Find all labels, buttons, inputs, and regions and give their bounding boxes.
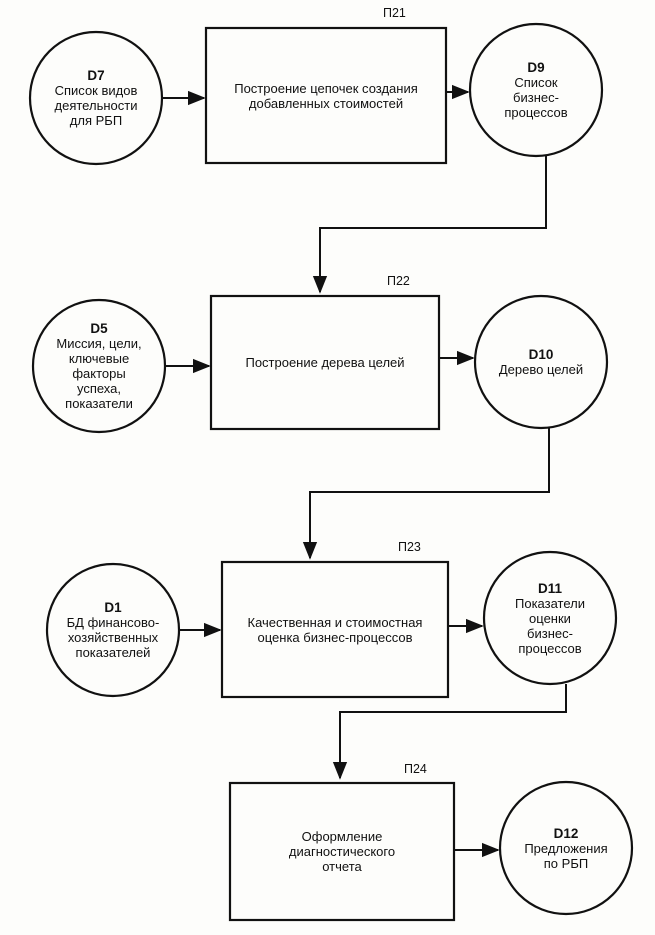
data-node-label: Миссия, цели, ключевые факторы успеха, п… [56,336,142,411]
arrow-d11-to-p24 [332,684,567,780]
process-tag-p23: П23 [398,540,421,554]
data-node-d12-shape [498,780,634,916]
data-node-d10: D10 Дерево целей [475,296,607,428]
data-node-code: D7 [87,68,105,83]
process-label-p23: Качественная и стоимостная оценка бизнес… [222,562,448,697]
data-node-code: D12 [553,825,579,841]
data-node-d9: D9 Список бизнес- процессов [470,24,602,156]
data-node-code: D1 [104,600,122,615]
data-node-d11: D11 Показатели оценки бизнес- процессов [484,552,616,684]
data-node-code: D10 [528,347,554,362]
data-node-d10-shape [473,294,609,430]
process-label-p22: Построение дерева целей [211,296,439,429]
process-text: Оформление диагностического отчета [288,829,396,874]
arrow-d10-to-p23 [302,428,550,560]
data-node-label: БД финансово- хозяйственных показателей [66,615,160,660]
data-node-d5: D5 Миссия, цели, ключевые факторы успеха… [33,300,165,432]
process-box-p22 [209,294,441,431]
data-node-d9-shape [468,22,604,158]
arrow-d9-to-p22 [312,156,547,294]
process-label-p24: Оформление диагностического отчета [230,783,454,920]
data-node-code: D9 [527,60,545,75]
process-box-p23 [220,560,450,699]
data-node-d11-shape [482,550,618,686]
data-node-label: Список бизнес- процессов [504,75,568,120]
data-node-d7: D7 Список видов деятельности для РБП [30,32,162,164]
data-node-d12: D12 Предложения по РБП [500,782,632,914]
data-node-code: D11 [537,580,563,596]
process-label-p21: Построение цепочек создания добавленных … [206,28,446,163]
data-node-label: Показатели оценки бизнес- процессов [515,595,585,656]
data-node-label: Список видов деятельности для РБП [54,83,138,128]
process-text: Построение дерева целей [245,355,405,370]
process-box-p21 [204,26,448,165]
process-box-p24 [228,781,456,922]
process-tag-p24: П24 [404,762,427,776]
process-tag-p22: П22 [387,274,410,288]
process-tag-p21: П21 [383,6,406,20]
process-text: Качественная и стоимостная оценка бизнес… [247,614,423,645]
data-node-d1: D1 БД финансово- хозяйственных показател… [47,564,179,696]
process-text: Построение цепочек создания добавленных … [234,80,418,111]
data-node-code: D5 [90,321,108,336]
data-node-label: Дерево целей [498,362,584,377]
data-node-label: Предложения по РБП [524,840,608,871]
